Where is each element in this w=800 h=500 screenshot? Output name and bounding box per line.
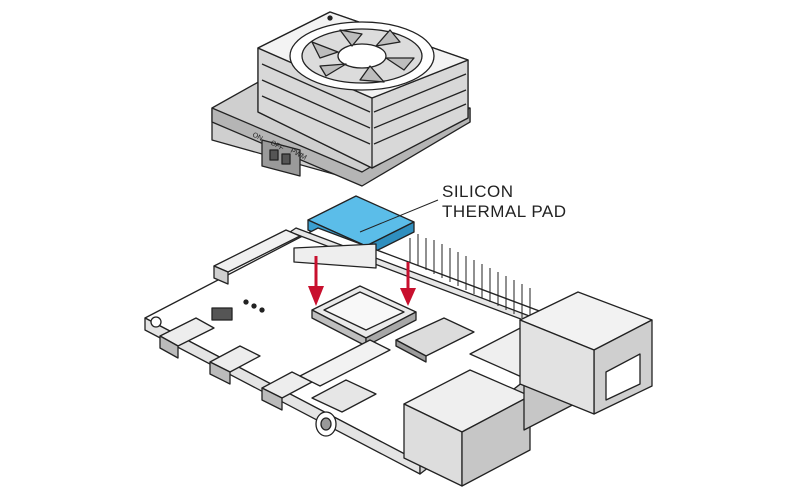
callout-line-1: SILICON bbox=[442, 182, 514, 201]
thermal-pad-callout: SILICON THERMAL PAD bbox=[442, 182, 567, 222]
raspberry-pi-board bbox=[144, 227, 653, 487]
callout-line-2: THERMAL PAD bbox=[442, 202, 567, 221]
placement-arrows bbox=[308, 256, 416, 306]
switch-label-on: ON bbox=[251, 132, 264, 143]
down-arrow-icon bbox=[400, 262, 416, 306]
cooling-fan-assembly bbox=[211, 11, 471, 187]
down-arrow-icon bbox=[308, 256, 324, 306]
callout-leader-line bbox=[359, 199, 439, 233]
